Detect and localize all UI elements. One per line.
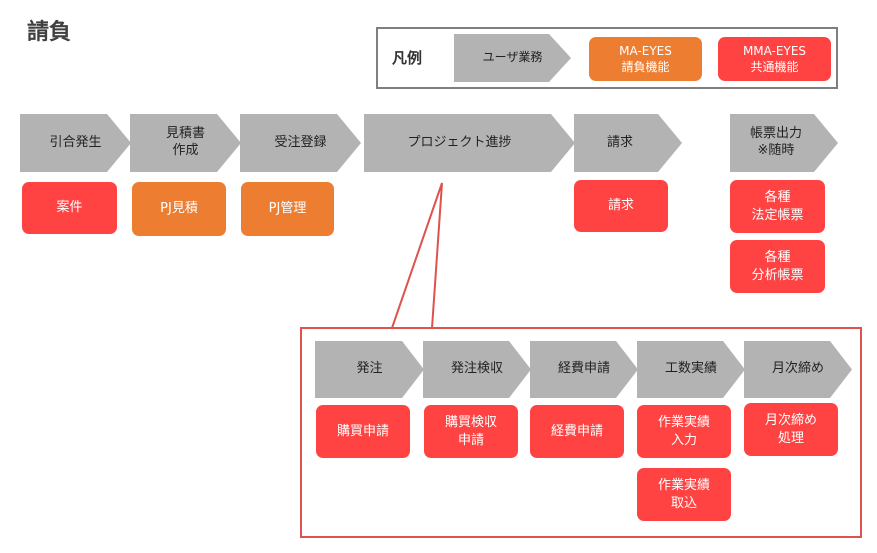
- legend-label: 凡例: [392, 49, 423, 67]
- flow-step-order: 受注登録: [240, 114, 361, 172]
- function-analysis-reports: 各種 分析帳票: [730, 240, 825, 293]
- page-title: 請負: [27, 20, 72, 45]
- detail-step-purchase-order: 発注: [315, 341, 424, 398]
- legend-ma-eyes: MA-EYES 請負機能: [589, 37, 702, 81]
- detail-step-monthly-close: 月次締め: [744, 341, 852, 398]
- detail-step-order-inspection: 発注検収: [423, 341, 531, 398]
- flow-step-estimate: 見積書 作成: [130, 114, 241, 172]
- detail-step-work-hours: 工数実績: [637, 341, 745, 398]
- function-pj-management: PJ管理: [241, 182, 334, 236]
- legend-user-task: ユーザ業務: [454, 34, 571, 82]
- function-purchase-inspection-request: 購買検収 申請: [424, 405, 518, 458]
- detail-step-expense: 経費申請: [530, 341, 638, 398]
- project-progress-detail-frame: [300, 327, 862, 538]
- function-work-import: 作業実績 取込: [637, 468, 731, 521]
- legend-mma-eyes: MMA-EYES 共通機能: [718, 37, 831, 81]
- function-pj-estimate: PJ見積: [132, 182, 226, 236]
- function-purchase-request: 購買申請: [316, 405, 410, 458]
- legend: 凡例 ユーザ業務 MA-EYES 請負機能 MMA-EYES 共通機能: [376, 27, 838, 89]
- flow-step-billing: 請求: [574, 114, 682, 172]
- function-case: 案件: [22, 182, 117, 234]
- function-monthly-close: 月次締め 処理: [744, 403, 838, 456]
- function-legal-reports: 各種 法定帳票: [730, 180, 825, 233]
- function-work-input: 作業実績 入力: [637, 405, 731, 458]
- flow-step-report-output: 帳票出力 ※随時: [730, 114, 838, 172]
- function-expense-request: 経費申請: [530, 405, 624, 458]
- function-billing: 請求: [574, 180, 668, 232]
- flow-step-inquiry: 引合発生: [20, 114, 131, 172]
- flow-step-project-progress: プロジェクト進捗: [364, 114, 575, 172]
